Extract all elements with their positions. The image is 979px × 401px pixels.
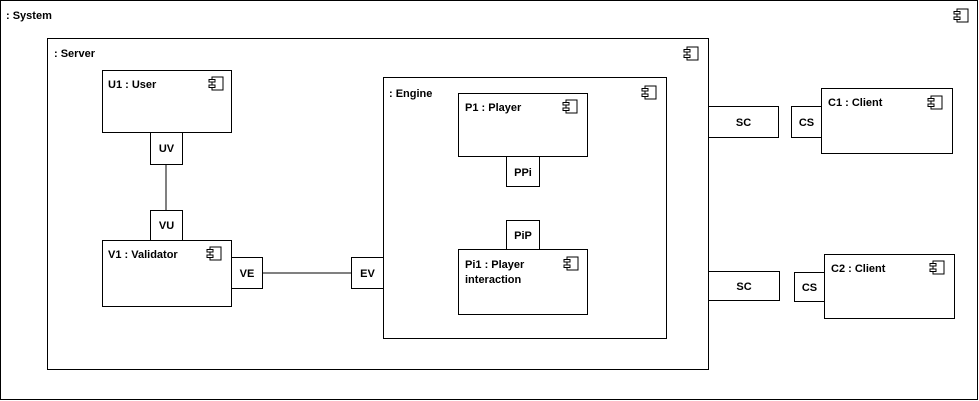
validator-label: V1 : Validator [108,249,178,261]
port-ppi: PPi [506,156,540,187]
user-component: U1 : User [102,70,232,133]
server-label: : Server [54,48,96,60]
port-cs-1-label: CS [799,117,814,129]
port-cs-2: CS [794,272,825,302]
engine-label: : Engine [389,88,432,100]
port-ppi-label: PPi [514,167,532,179]
port-vu-label: VU [159,220,174,232]
port-uv: UV [150,132,183,165]
validator-component: V1 : Validator [102,240,232,307]
port-cs-1: CS [791,106,822,138]
port-pip: PiP [506,220,540,250]
client2-label: C2 : Client [831,263,886,275]
player-component: P1 : Player [458,93,588,157]
port-sc-2-label: SC [736,281,751,293]
port-pip-label: PiP [514,230,532,242]
client1-label: C1 : Client [828,97,883,109]
player-interaction-label-line1: Pi1 : Player [465,259,525,271]
port-vu: VU [150,210,183,241]
player-interaction-label-line2: interaction [465,274,522,286]
player-interaction-component: Pi1 : Player interaction [458,249,588,315]
player-label: P1 : Player [465,102,522,114]
port-cs-2-label: CS [802,282,817,294]
port-ve-label: VE [240,268,255,280]
port-uv-label: UV [159,143,175,155]
client1-component: C1 : Client [821,88,953,154]
system-label: : System [6,10,52,22]
port-ev: EV [351,257,384,289]
port-ve: VE [231,257,263,289]
user-label: U1 : User [108,79,157,91]
port-sc-1-label: SC [736,117,751,129]
port-sc-1: SC [708,106,779,138]
port-ev-label: EV [360,268,375,280]
port-sc-2: SC [708,271,780,301]
client2-component: C2 : Client [824,254,955,319]
